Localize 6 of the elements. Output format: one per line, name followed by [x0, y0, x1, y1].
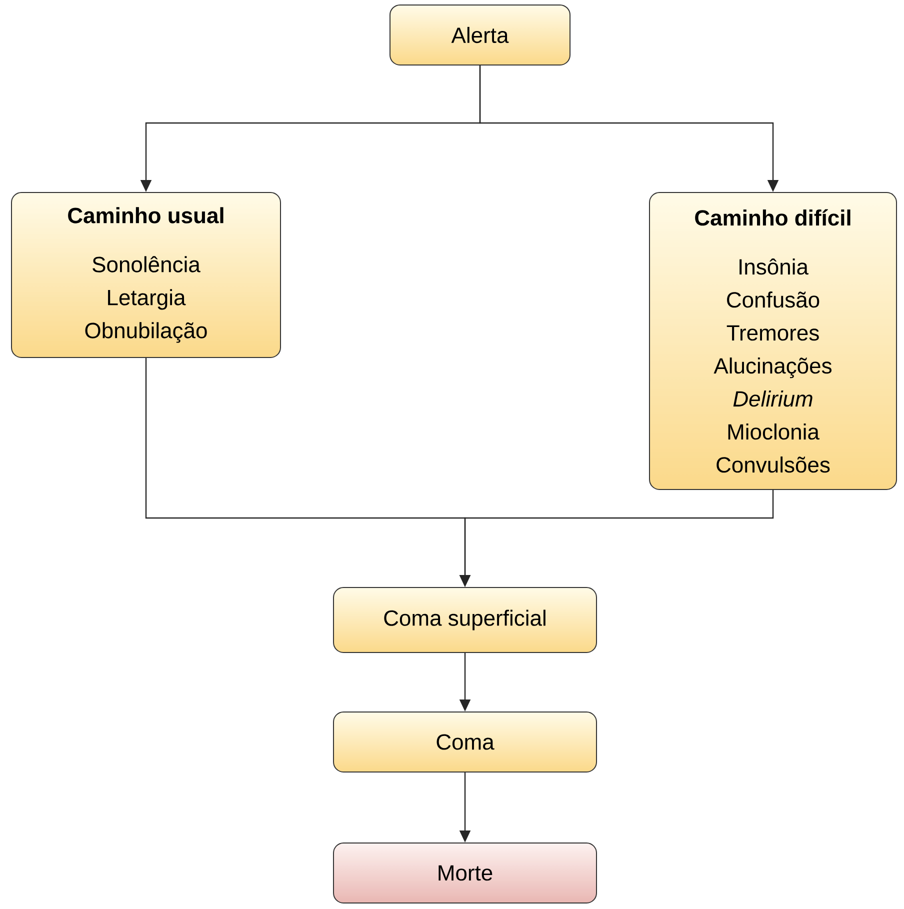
process-box: Caminho usual Sonolência Letargia Obnubilação [11, 192, 281, 358]
process-box: Coma [333, 712, 597, 772]
process-box: Alerta [390, 4, 570, 66]
process-box: Caminho difícil Insônia Confusão Tremores Alucinações Delirium Mioclonia Convulsões [649, 192, 898, 490]
process-box: Morte [333, 842, 597, 904]
process-box: Coma superficial [333, 587, 597, 653]
